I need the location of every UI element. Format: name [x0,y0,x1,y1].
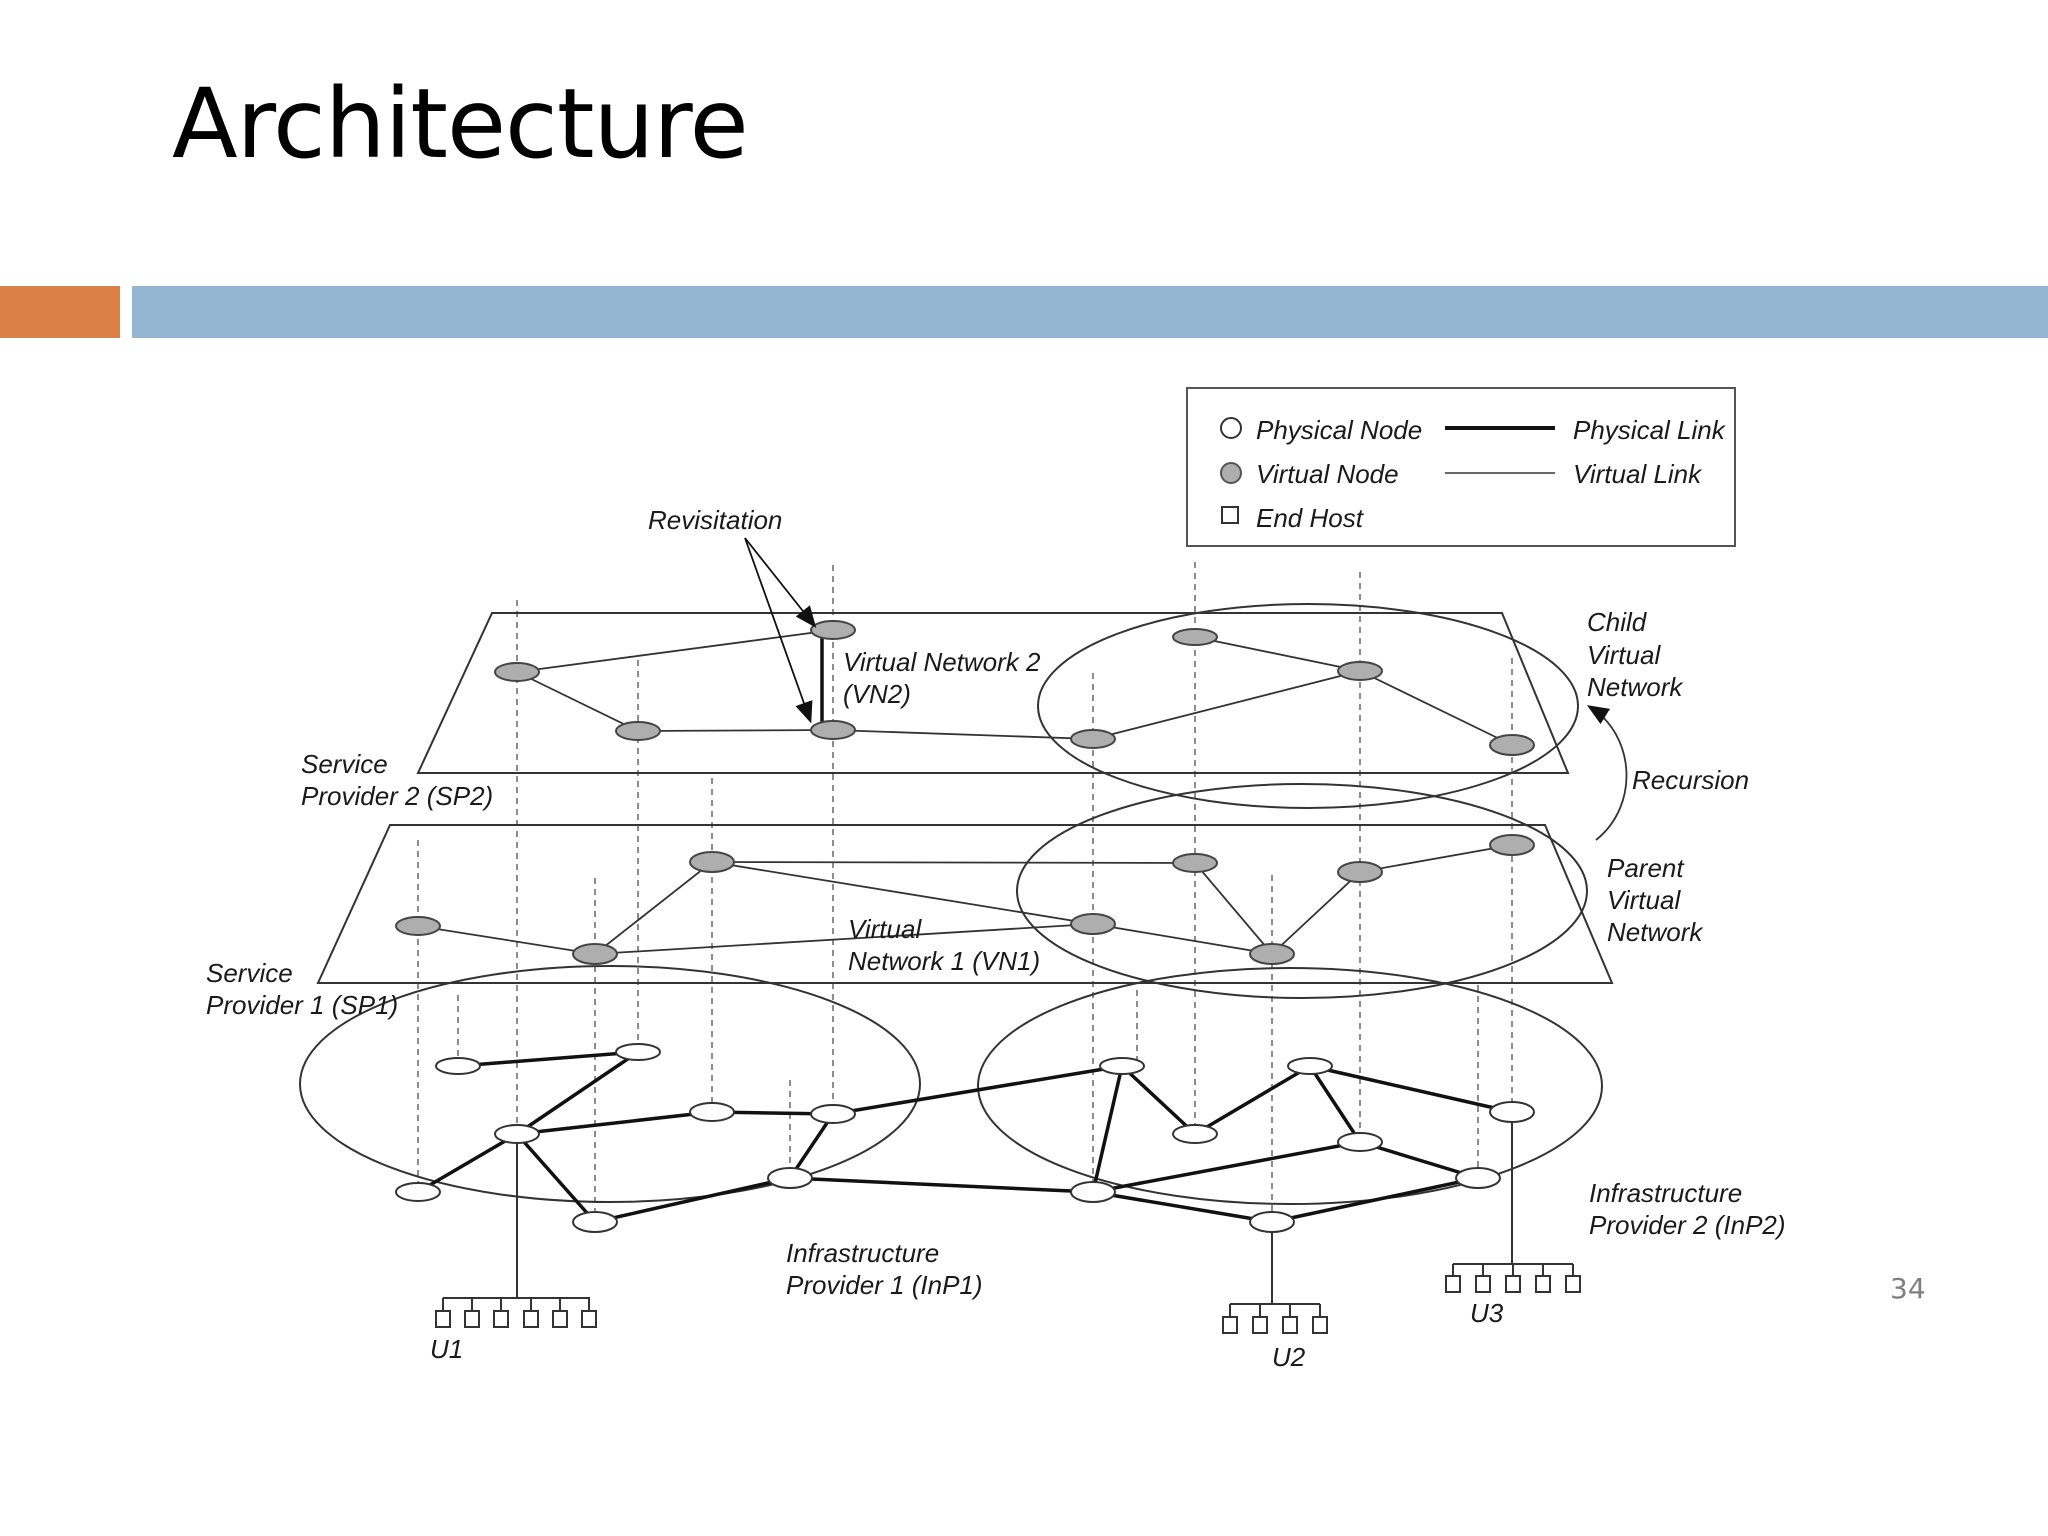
host-access-links [516,1112,1513,1304]
legend-end-host-label: End Host [1256,503,1365,533]
recursion-arrow [1586,705,1628,841]
legend-physical-node-icon [1220,417,1242,439]
sp2-plane [416,612,1570,774]
end-hosts-u3 [1445,1263,1581,1293]
inp2-ellipse [977,967,1603,1205]
legend-virtual-node-icon [1220,462,1242,484]
u1-label: U1 [430,1334,463,1364]
legend-end-host-icon [1221,506,1239,524]
parent-vn-label-line1: Parent [1607,853,1685,883]
vn1-virtual-links [417,844,1513,955]
inp2-label-line1: Infrastructure [1589,1178,1742,1208]
vn2-label-line2: (VN2) [843,679,911,709]
vn2-label-line1: Virtual Network 2 [843,647,1041,677]
vn1-label-line1: Virtual [848,914,922,944]
child-vn-label-line3: Network [1587,672,1684,702]
revisitation-arrows [744,537,817,724]
accent-bar-blue [132,286,2048,338]
recursion-label: Recursion [1632,765,1749,795]
accent-bar-orange [0,286,120,338]
legend-virtual-link-label: Virtual Link [1573,459,1703,489]
revisitation-label: Revisitation [648,505,782,535]
page-number: 34 [1890,1272,1926,1305]
slide-title: Architecture [172,68,749,180]
u2-label: U2 [1272,1342,1306,1372]
end-hosts-u1 [435,1297,597,1328]
mapping-lines [417,562,1513,1222]
inp1-ellipse [299,965,921,1203]
u3-label: U3 [1470,1298,1504,1328]
vn1-label-line2: Network 1 (VN1) [848,946,1040,976]
child-virtual-network-ellipse [1037,603,1579,809]
child-vn-label-line2: Virtual [1587,640,1661,670]
child-vn-label-line1: Child [1587,607,1648,637]
virtual-nodes [395,620,1535,965]
sp1-plane [316,824,1614,984]
parent-virtual-network-ellipse [1016,783,1588,999]
legend: Physical Node Virtual Node End Host Phys… [1186,387,1736,547]
legend-physical-link-label: Physical Link [1573,415,1727,445]
legend-virtual-node-label: Virtual Node [1256,459,1399,489]
sp2-label-line1: Service [301,749,388,779]
legend-physical-node-label: Physical Node [1256,415,1422,445]
physical-nodes [395,1043,1535,1233]
parent-vn-label-line3: Network [1607,917,1704,947]
sp1-label-line1: Service [206,958,293,988]
physical-links [417,1050,1513,1224]
inp2-label-line2: Provider 2 (InP2) [1589,1210,1786,1240]
sp1-label-line2: Provider 1 (SP1) [206,990,398,1020]
parent-vn-label-line2: Virtual [1607,885,1681,915]
end-hosts-u2 [1222,1303,1328,1334]
sp2-label-line2: Provider 2 (SP2) [301,781,493,811]
inp1-label-line1: Infrastructure [786,1238,939,1268]
inp1-label-line2: Provider 1 (InP1) [786,1270,983,1300]
vn2-virtual-links [516,629,1513,746]
